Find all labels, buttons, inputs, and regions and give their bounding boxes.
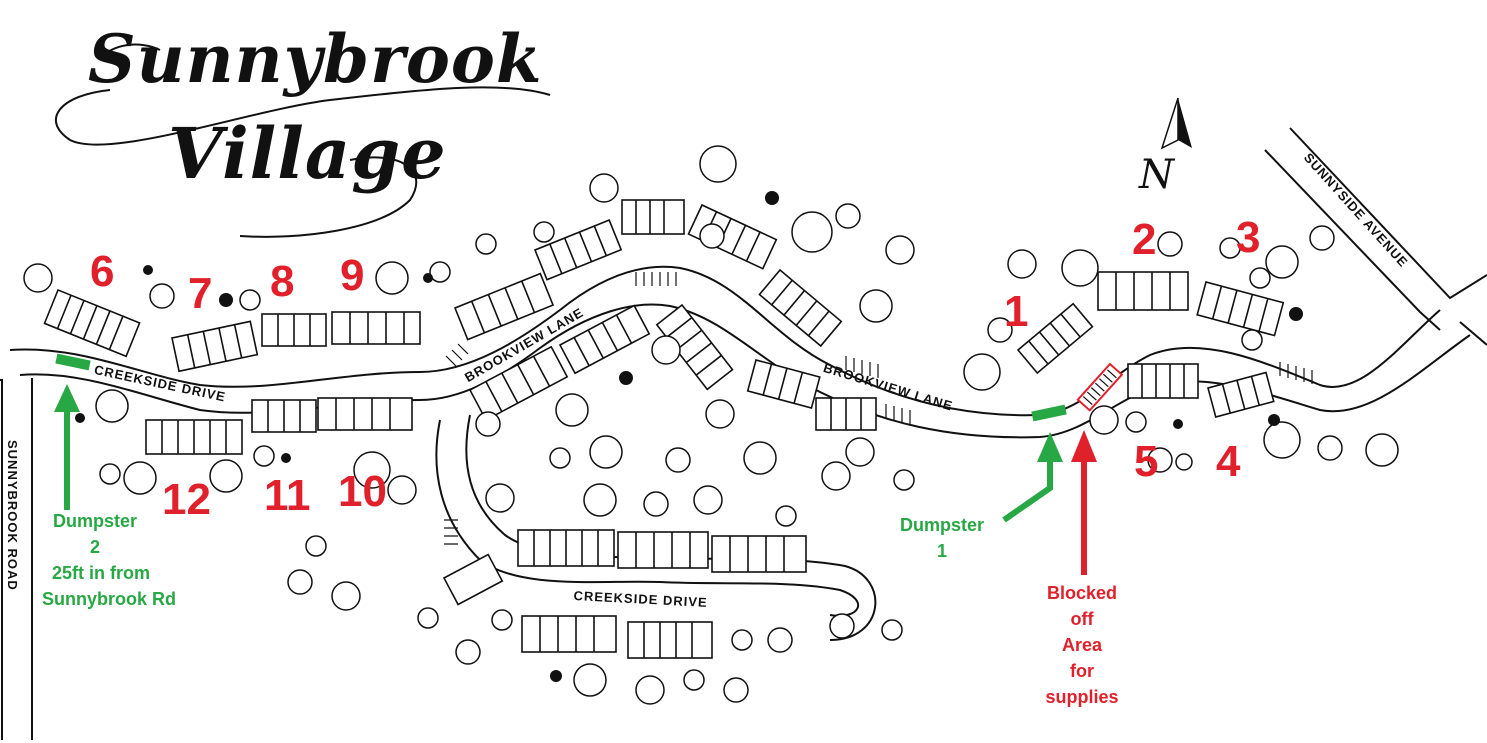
building-number-12: 12: [162, 475, 211, 524]
building-number-6: 6: [90, 247, 115, 296]
building-number-4: 4: [1216, 437, 1241, 486]
dumpster-2-label-line: Dumpster: [52, 511, 137, 531]
building-number-1: 1: [1004, 287, 1029, 336]
building-number-9: 9: [340, 251, 365, 300]
dumpster-2-arrow: [54, 384, 80, 510]
dumpster-2-label-line: 25ft in from: [51, 563, 150, 583]
blocked-area-label-line: for: [1070, 661, 1094, 681]
blocked-area-label-line: supplies: [1045, 687, 1119, 707]
road-label-sunnybrook-road: SUNNYBROOK ROAD: [5, 440, 20, 591]
blocked-area-arrow: [1071, 430, 1097, 575]
building-number-8: 8: [270, 257, 295, 306]
building-number-3: 3: [1236, 213, 1261, 262]
building-number-7: 7: [188, 269, 213, 318]
north-label: N: [1139, 152, 1174, 198]
north-arrow-icon: [1160, 97, 1192, 150]
trees: [23, 145, 1399, 705]
dumpster-2-label-line: 2: [89, 537, 100, 557]
dumpster-1-label-line: Dumpster: [899, 515, 984, 535]
logo-title-line1: Sunnybrook: [88, 20, 543, 98]
logo-title-line2: Village: [168, 112, 447, 195]
blocked-area-label: Blocked off Area for supplies: [1026, 580, 1138, 710]
small-shrubs: [75, 191, 1303, 682]
dumpster-1-marker: [1031, 404, 1067, 422]
dumpster-1-label: Dumpster 1: [884, 512, 1000, 564]
dumpster-1-label-line: 1: [936, 541, 947, 561]
building-number-5: 5: [1134, 437, 1159, 486]
sunnybrook-road: [0, 378, 33, 740]
blocked-area-label-line: off: [1070, 609, 1094, 629]
parking-stripes: [444, 272, 1313, 545]
dumpster-2-marker: [55, 353, 91, 371]
blocked-area-marker: [1076, 362, 1124, 412]
dumpster-1-arrow: [1002, 432, 1063, 523]
dumpster-2-label-line: Sunnybrook Rd: [42, 589, 176, 609]
building-number-11: 11: [264, 471, 311, 520]
dumpster-2-label: Dumpster 2 25ft in from Sunnybrook Rd: [30, 508, 176, 612]
blocked-area-label-line: Blocked: [1046, 583, 1118, 603]
blocked-area-label-line: Area: [1061, 635, 1103, 655]
building-number-2: 2: [1132, 215, 1157, 264]
sunnyside-avenue: [1264, 127, 1487, 346]
building-number-10: 10: [338, 467, 387, 516]
unit-blocks: [43, 199, 1285, 659]
logo-flourish: [55, 43, 551, 238]
